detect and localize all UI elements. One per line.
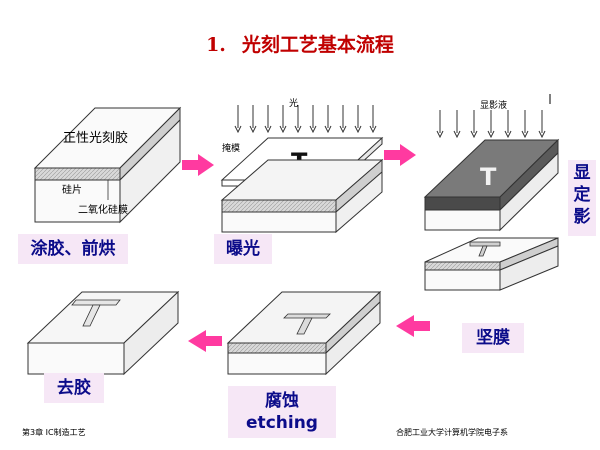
arrow-left-1 — [396, 315, 430, 337]
step-label-etch: 腐蚀 etching — [228, 386, 336, 438]
developer-rays — [436, 110, 546, 139]
raised-t-pattern — [469, 241, 501, 257]
developer-callout: 显影液 — [480, 99, 507, 111]
footer-institution: 合肥工业大学计算机学院电子系 — [396, 428, 508, 437]
silicon-callout: 硅片 — [62, 183, 82, 196]
etched-t-pattern — [283, 313, 331, 335]
light-callout: 光 — [289, 97, 298, 109]
arrow-right-1 — [182, 154, 214, 176]
etched-wafer-block — [226, 290, 382, 376]
step-label-strip: 去胶 — [44, 373, 104, 403]
hardened-wafer-block — [424, 237, 559, 291]
light-rays — [234, 105, 377, 134]
coated-wafer-block — [33, 106, 182, 224]
footer-chapter: 第3章 IC制造工艺 — [22, 428, 86, 437]
step-label-harden: 坚膜 — [462, 323, 524, 353]
exposed-wafer-block — [220, 158, 384, 234]
photoresist-callout: 正性光刻胶 — [63, 130, 128, 146]
step-label-develop: 显定影 — [568, 160, 596, 236]
final-t-pattern — [71, 299, 121, 327]
step-label-expose: 曝光 — [214, 234, 272, 264]
arrow-left-2 — [188, 330, 222, 352]
step-label-coat: 涂胶、前烘 — [18, 234, 128, 264]
stripped-wafer-block — [26, 290, 180, 376]
arrow-right-2 — [384, 144, 416, 166]
mask-callout: 掩模 — [222, 142, 240, 154]
oxide-callout: 二氧化硅膜 — [78, 203, 128, 216]
developed-pattern-t: T — [480, 163, 497, 191]
developing-wafer-block — [423, 138, 560, 232]
page-title: 1.光刻工艺基本流程 — [206, 34, 394, 56]
